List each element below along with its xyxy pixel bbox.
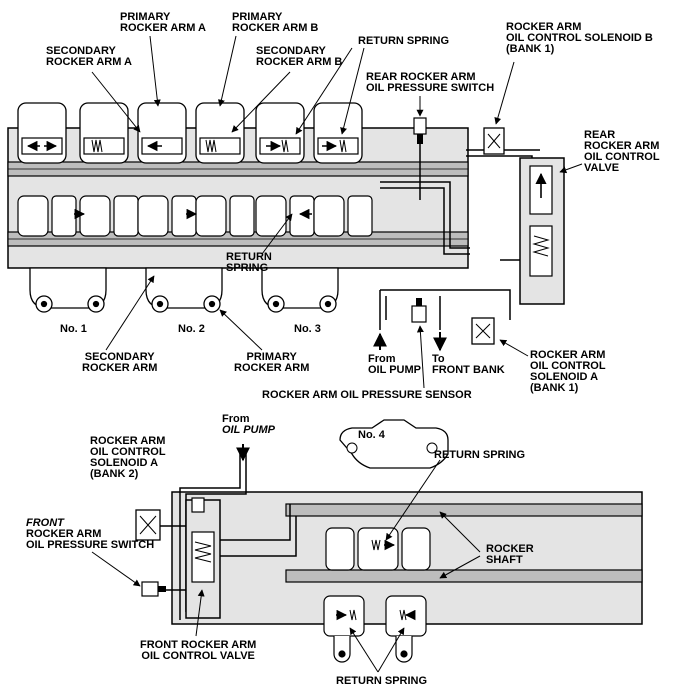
no4-lever [339, 419, 449, 469]
front-lower-rocker-shaft [285, 569, 643, 583]
label-secondary-rocker-arm-a: SECONDARY ROCKER ARM A [46, 45, 132, 68]
label-to-front-bank: To FRONT BANK [432, 353, 505, 376]
pressure-sensor-icon [411, 298, 427, 323]
label-pressure-sensor: ROCKER ARM OIL PRESSURE SENSOR [262, 389, 472, 401]
label-secondary-rocker-arm: SECONDARY ROCKER ARM [82, 351, 158, 374]
label-front-pressure-switch: FRONT ROCKER ARM OIL PRESSURE SWITCH [26, 517, 155, 551]
label-primary-rocker-arm: PRIMARY ROCKER ARM [234, 351, 310, 374]
label-secondary-rocker-arm-b: SECONDARY ROCKER ARM B [256, 45, 343, 68]
label-from-oil-pump-bottom: From OIL PUMP [222, 413, 275, 436]
label-primary-rocker-arm-b: PRIMARY ROCKER ARM B [232, 11, 319, 34]
rear-lower-levers [29, 267, 339, 313]
label-rocker-shaft: ROCKER SHAFT [486, 543, 534, 566]
front-valve-tips [333, 636, 413, 663]
front-upper-rocker-shaft [285, 503, 643, 517]
label-solenoid-b-bank1: ROCKER ARM OIL CONTROL SOLENOID B (BANK … [506, 21, 653, 55]
label-no4: No. 4 [358, 429, 385, 441]
leader-lines [91, 35, 583, 673]
label-return-spring-mid: RETURN SPRING [226, 251, 272, 274]
rear-springs [91, 139, 347, 153]
front-pressure-switch-icon [141, 581, 166, 597]
rear-bank-assembly [7, 102, 565, 352]
label-no1: No. 1 [60, 323, 87, 335]
label-solenoid-a-bank1: ROCKER ARM OIL CONTROL SOLENOID A (BANK … [530, 349, 606, 394]
label-rear-pressure-switch: REAR ROCKER ARM OIL PRESSURE SWITCH [366, 71, 495, 94]
front-bank-assembly [135, 419, 643, 663]
rear-valve-pads [17, 195, 373, 237]
label-rear-control-valve: REAR ROCKER ARM OIL CONTROL VALVE [584, 129, 660, 174]
label-solenoid-a-bank2: ROCKER ARM OIL CONTROL SOLENOID A (BANK … [90, 435, 166, 480]
label-no3: No. 3 [294, 323, 321, 335]
label-return-spring-top: RETURN SPRING [358, 35, 450, 47]
rear-pressure-switch-icon [413, 117, 427, 144]
label-return-spring-bottom-right: RETURN SPRING [434, 449, 526, 461]
label-no2: No. 2 [178, 323, 205, 335]
label-from-oil-pump-top: From OIL PUMP [368, 353, 421, 376]
label-return-spring-bottom: RETURN SPRING [336, 675, 428, 687]
label-front-control-valve: FRONT ROCKER ARM OIL CONTROL VALVE [140, 639, 257, 662]
label-primary-rocker-arm-a: PRIMARY ROCKER ARM A [120, 11, 206, 34]
